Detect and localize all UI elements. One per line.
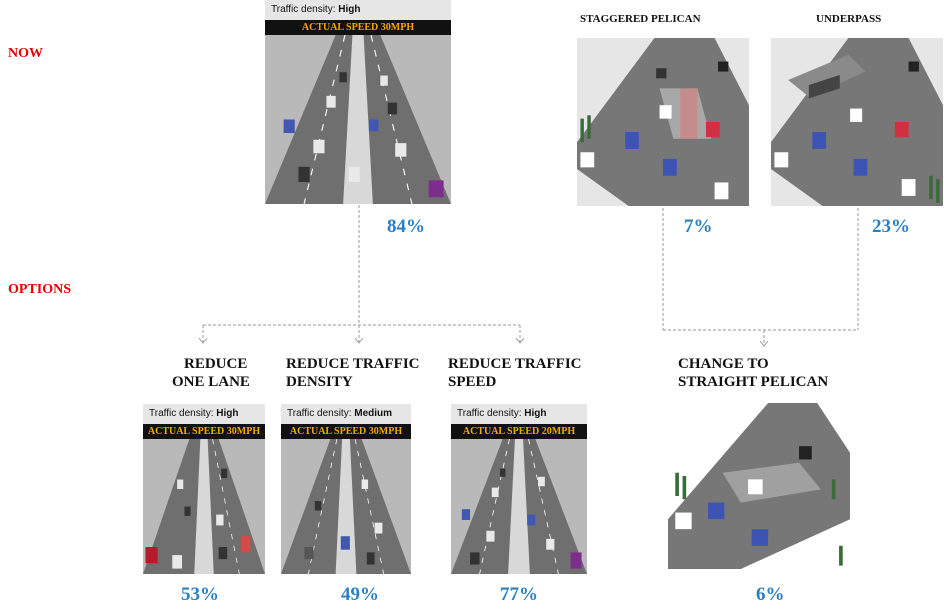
now-label: NOW [8, 46, 43, 61]
staggered-pelican-image [577, 38, 749, 206]
now-traffic-panel: Traffic density: High ACTUAL SPEED 30MPH [265, 0, 451, 204]
density-label: Traffic density: [271, 4, 336, 15]
straight-pelican-image [668, 403, 850, 569]
density-value: High [524, 408, 547, 419]
speed-sign: ACTUAL SPEED 30MPH [281, 424, 411, 439]
straight-pelican-percent: 6% [756, 584, 785, 605]
title-line-2: DENSITY [286, 374, 353, 390]
traffic-density-bar: Traffic density: Medium [281, 404, 411, 424]
option-reduce-speed-title: REDUCE TRAFFIC SPEED [448, 355, 581, 391]
option-reduce-density-panel: Traffic density: Medium ACTUAL SPEED 30M… [281, 404, 411, 574]
density-value: High [216, 408, 239, 419]
option-reduce-speed-percent: 77% [500, 584, 538, 605]
title-line-1: REDUCE TRAFFIC [448, 356, 582, 372]
arrow-head-icon [515, 337, 525, 344]
title-line-2: ONE LANE [172, 374, 250, 390]
title-line-2: SPEED [448, 374, 497, 390]
now-percent: 84% [387, 216, 425, 237]
title-line-1: REDUCE TRAFFIC [286, 356, 420, 372]
road-scene-image [265, 35, 451, 204]
road-scene-image [451, 439, 587, 574]
traffic-density-bar: Traffic density: High [451, 404, 587, 424]
arrow-head-icon [354, 337, 364, 344]
options-label: OPTIONS [8, 282, 72, 297]
underpass-percent: 23% [872, 216, 910, 237]
speed-sign: ACTUAL SPEED 30MPH [265, 20, 451, 35]
arrow-head-icon [198, 337, 208, 344]
option-reduce-density-percent: 49% [341, 584, 379, 605]
option-reduce-one-lane-title: REDUCE ONE LANE [172, 355, 250, 391]
option-reduce-one-lane-panel: Traffic density: High ACTUAL SPEED 30MPH [143, 404, 265, 574]
underpass-title: UNDERPASS [816, 13, 882, 25]
title-line-2: STRAIGHT PELICAN [678, 374, 829, 390]
straight-pelican-title: CHANGE TO STRAIGHT PELICAN [678, 355, 828, 391]
title-line-1: REDUCE [184, 356, 248, 372]
option-reduce-one-lane-percent: 53% [181, 584, 219, 605]
option-reduce-density-title: REDUCE TRAFFIC DENSITY [286, 355, 419, 391]
density-label: Traffic density: [287, 408, 352, 419]
traffic-density-bar: Traffic density: High [143, 404, 265, 424]
title-line-1: CHANGE TO [678, 356, 769, 372]
staggered-pelican-percent: 7% [684, 216, 713, 237]
staggered-pelican-title: STAGGERED PELICAN [580, 13, 701, 25]
arrow-head-icon [759, 340, 769, 347]
road-scene-image [143, 439, 265, 574]
underpass-image [771, 38, 943, 206]
speed-sign: ACTUAL SPEED 30MPH [143, 424, 265, 439]
speed-sign: ACTUAL SPEED 20MPH [451, 424, 587, 439]
option-reduce-speed-panel: Traffic density: High ACTUAL SPEED 20MPH [451, 404, 587, 574]
density-label: Traffic density: [457, 408, 522, 419]
traffic-density-bar: Traffic density: High [265, 0, 451, 20]
density-value: High [338, 4, 361, 15]
density-value: Medium [354, 408, 393, 419]
density-label: Traffic density: [149, 408, 214, 419]
road-scene-image [281, 439, 411, 574]
